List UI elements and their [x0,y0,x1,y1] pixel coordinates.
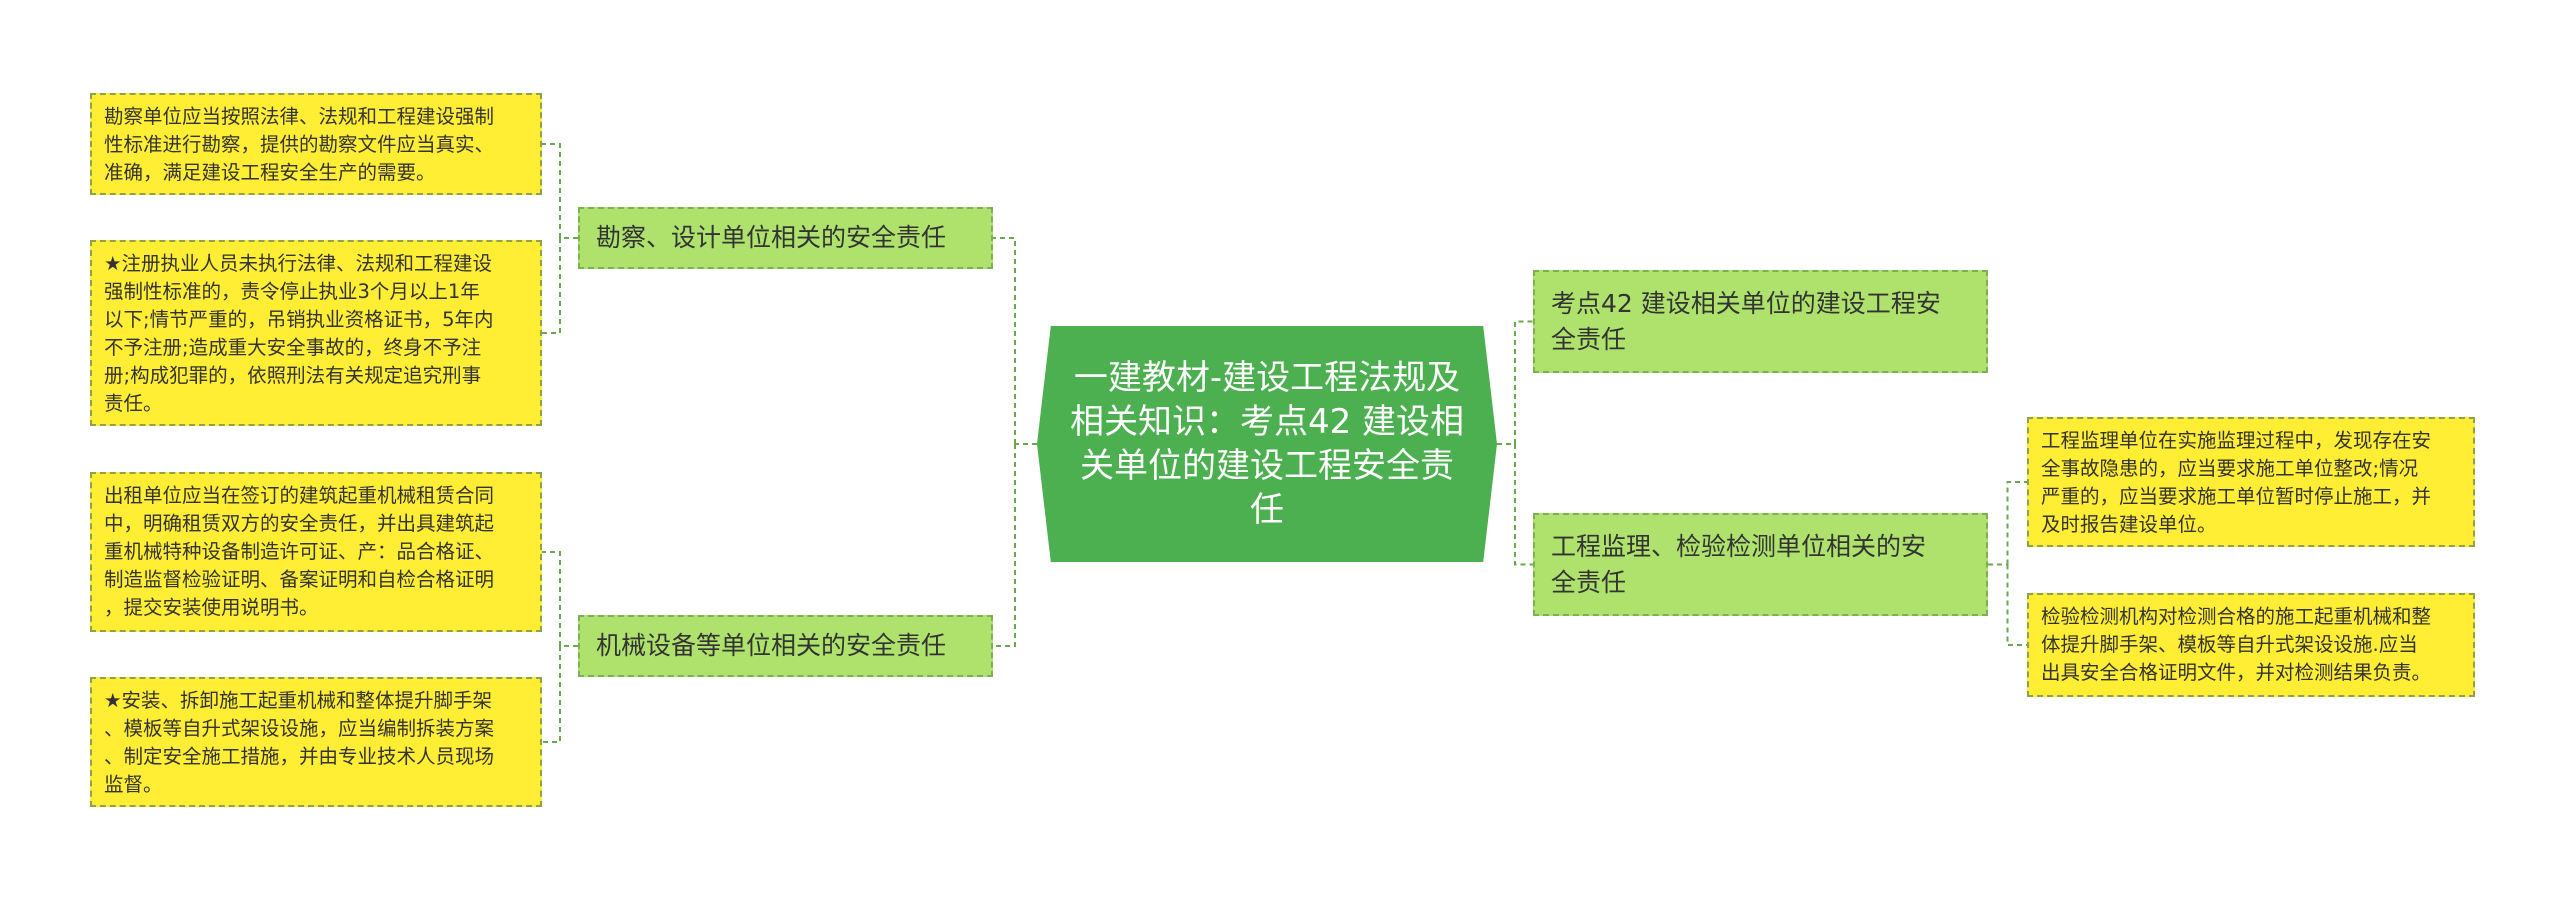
root-topic[interactable]: 一建教材-建设工程法规及 相关知识：考点42 建设相 关单位的建设工程安全责 任 [1037,326,1497,562]
branch-machinery-equipment[interactable]: 机械设备等单位相关的安全责任 [578,615,993,677]
leaf-rental-unit-duty[interactable]: 出租单位应当在签订的建筑起重机械租赁合同 中，明确租赁双方的安全责任，并出具建筑… [90,472,542,632]
connector-n-lb0 [542,143,578,334]
branch-supervision-testing[interactable]: 工程监理、检验检测单位相关的安 全责任 [1533,513,1988,616]
connector-n-root [993,237,1037,647]
leaf-supervision-unit-duty[interactable]: 工程监理单位在实施监理过程中，发现存在安 全事故隐患的，应当要求施工单位整改;情… [2027,417,2475,547]
branch-survey-design[interactable]: 勘察、设计单位相关的安全责任 [578,207,993,269]
connector-n-rb1 [1988,481,2027,646]
leaf-installation-dismantling[interactable]: ★安装、拆卸施工起重机械和整体提升脚手架 、模板等自升式架设设施，应当编制拆装方… [90,677,542,807]
leaf-survey-unit-duty[interactable]: 勘察单位应当按照法律、法规和工程建设强制 性标准进行勘察，提供的勘察文件应当真实… [90,93,542,195]
branch-topic-42-title[interactable]: 考点42 建设相关单位的建设工程安 全责任 [1533,270,1988,373]
leaf-testing-agency-duty[interactable]: 检验检测机构对检测合格的施工起重机械和整 体提升脚手架、模板等自升式架设设施.应… [2027,593,2475,697]
leaf-registered-practitioner-penalty[interactable]: ★注册执业人员未执行法律、法规和工程建设 强制性标准的，责令停止执业3个月以上1… [90,240,542,426]
connector-n-root [1497,320,1533,566]
connector-n-lb1 [542,551,578,743]
